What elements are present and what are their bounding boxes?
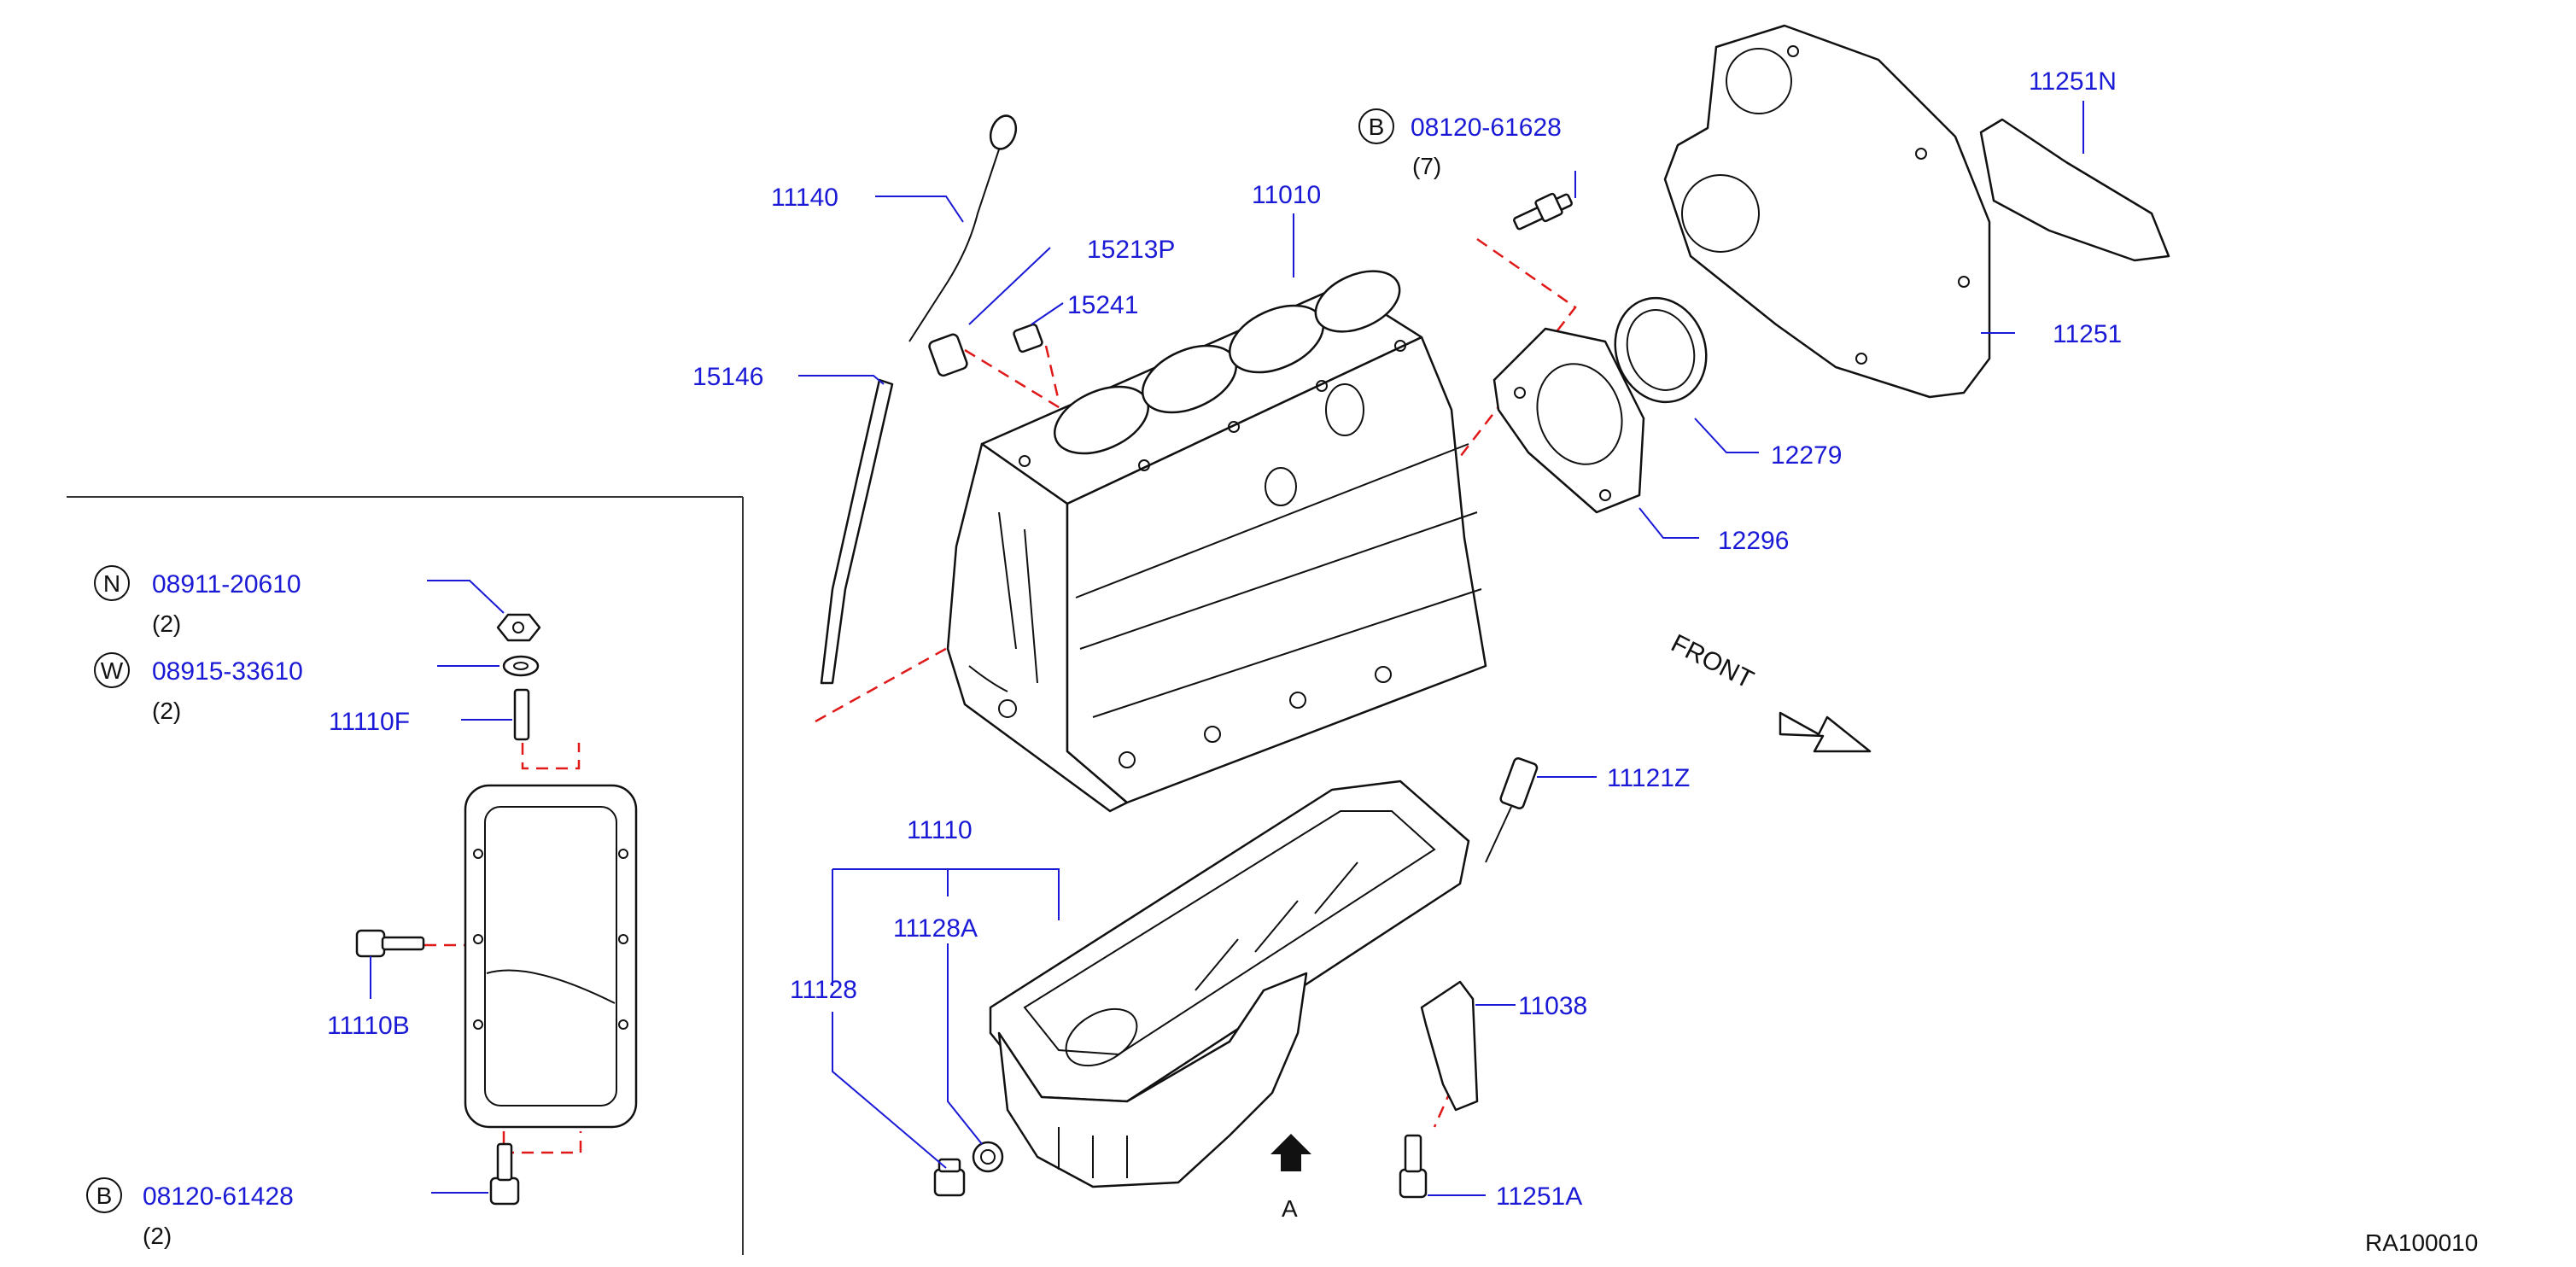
label-12296: 12296 [1718, 527, 1789, 555]
gauge-guide-tube [820, 378, 894, 685]
badge-n: N [94, 565, 130, 601]
label-11251: 11251 [2053, 320, 2122, 348]
rear-plate [1663, 24, 1991, 399]
inset-bottom-bolt [489, 1142, 520, 1206]
label-washer-08915-33610: 08915-33610 [152, 657, 303, 686]
inset-panel-frame [67, 496, 744, 1255]
label-11010: 11010 [1252, 181, 1321, 209]
label-11110: 11110 [907, 816, 973, 844]
oil-pan [989, 779, 1470, 1188]
label-nut-08911-20610: 08911-20610 [152, 570, 301, 598]
badge-n-letter: N [103, 570, 120, 597]
inset-nut [496, 613, 541, 642]
label-11110F: 11110F [329, 708, 410, 736]
badge-b-bottom: B [86, 1177, 122, 1213]
inset-pan-bolt [355, 929, 425, 958]
hollow-arrow-icon [1779, 711, 1872, 753]
label-bolt-08120-61628: 08120-61628 [1411, 114, 1562, 142]
drain-plug-washer [972, 1141, 1004, 1173]
label-11110B: 11110B [327, 1012, 410, 1040]
inset-stud [513, 688, 530, 741]
badge-b-top: B [1358, 108, 1394, 144]
plug-15213P [928, 333, 968, 377]
inset-oil-pan-gasket [464, 784, 638, 1129]
label-11128: 11128 [790, 976, 857, 1004]
rear-oil-seal [1614, 296, 1708, 404]
cylinder-block [946, 270, 1487, 813]
inset-washer [502, 655, 540, 677]
front-label: FRONT [1667, 629, 1758, 694]
badge-w-letter: W [101, 657, 124, 684]
bolt-11251A [1399, 1134, 1428, 1199]
badge-b-bottom-letter: B [96, 1182, 113, 1209]
badge-w: W [94, 652, 130, 688]
label-bolt-08120-61428: 08120-61428 [143, 1182, 294, 1211]
label-15213P: 15213P [1087, 236, 1175, 264]
label-12279: 12279 [1771, 441, 1842, 470]
label-11251A: 11251A [1496, 1182, 1582, 1211]
drawing-code: RA100010 [2365, 1229, 2478, 1256]
label-11128A: 11128A [893, 914, 978, 943]
oil-level-sensor [1485, 756, 1539, 863]
solid-up-arrow-icon [1270, 1134, 1311, 1171]
badge-b-top-letter: B [1369, 114, 1385, 140]
bolt-08120-61628 [1513, 192, 1573, 231]
drain-plug [933, 1158, 966, 1197]
qty-bolt-08120-61628: (7) [1412, 153, 1441, 179]
leader-lines [370, 101, 2084, 1196]
label-11140: 11140 [771, 184, 838, 212]
qty-washer-08915-33610: (2) [152, 698, 181, 724]
qty-nut-08911-20610: (2) [152, 610, 181, 637]
oil-level-gauge [908, 114, 1018, 342]
bracket-11038 [1420, 980, 1479, 1112]
view-a-label: A [1282, 1195, 1298, 1222]
label-11251N: 11251N [2029, 67, 2117, 96]
label-15241: 15241 [1067, 291, 1138, 319]
rear-seal-retainer [1492, 327, 1645, 514]
plug-15241 [1013, 323, 1043, 353]
qty-bolt-08120-61428: (2) [143, 1223, 172, 1249]
label-11121Z: 11121Z [1607, 764, 1690, 792]
rear-plate-cover [1979, 118, 2170, 262]
label-15146: 15146 [692, 363, 763, 391]
label-11038: 11038 [1518, 992, 1587, 1020]
